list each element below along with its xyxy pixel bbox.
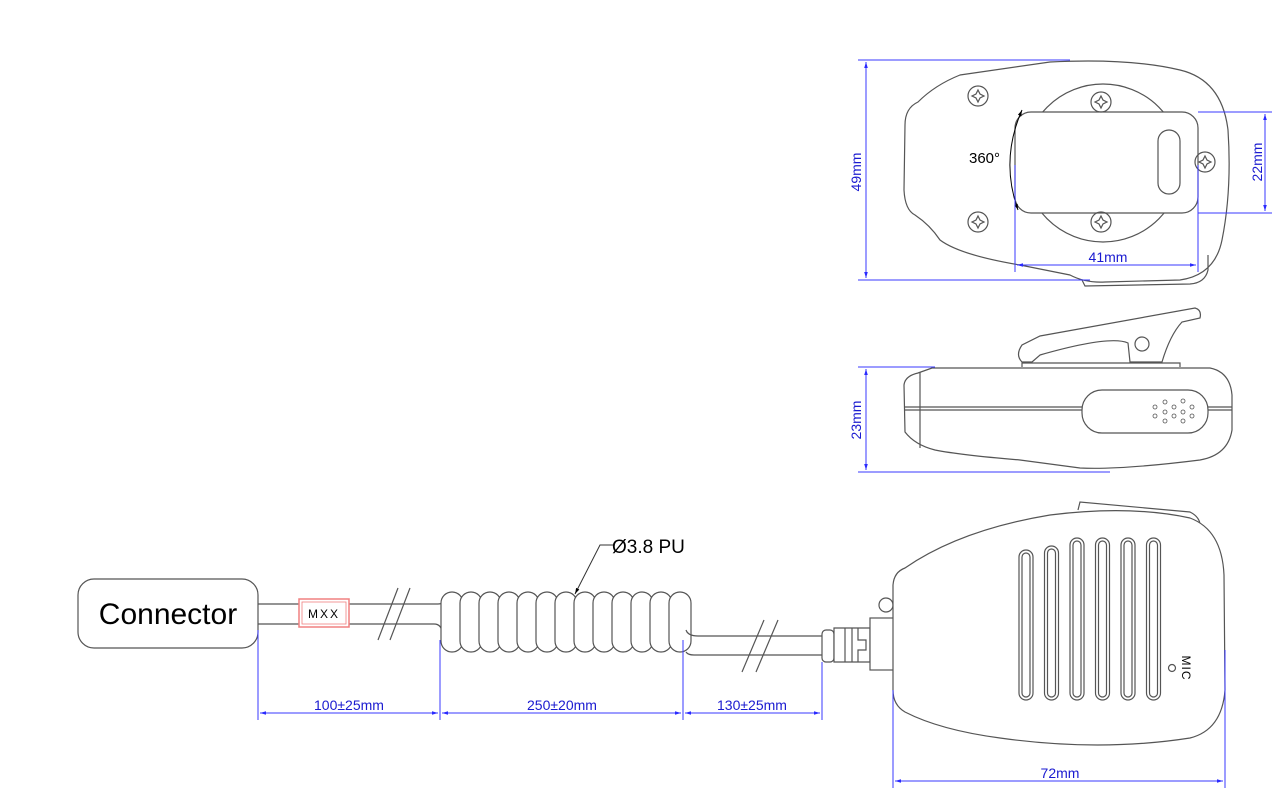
side-view: 23mm	[848, 307, 1233, 473]
speaker-grille-pill	[1081, 389, 1209, 434]
grille-slot	[1120, 537, 1136, 701]
grille-slot	[1018, 549, 1034, 701]
dim-label-width: 72mm	[1041, 765, 1080, 781]
strain-relief	[821, 597, 895, 671]
dim-label-clip-width: 41mm	[1089, 249, 1128, 265]
mxx-tag	[298, 598, 350, 628]
grille-slot-inner	[1097, 540, 1108, 698]
cable-line	[685, 651, 822, 656]
grille-slot	[1069, 537, 1085, 701]
clip-hinge	[1134, 336, 1150, 352]
screw-icon	[1090, 211, 1112, 233]
grille-slot-inner	[1046, 548, 1057, 698]
grille-slot-inner	[1123, 540, 1133, 698]
coil-loop	[668, 591, 692, 653]
grille-slot	[1043, 545, 1060, 701]
dim-label-segment-2: 250±20mm	[527, 697, 597, 713]
belt-clip-side	[1017, 307, 1202, 363]
top-body-outline	[903, 60, 1230, 283]
cable-line	[258, 599, 445, 605]
mic-hole	[1167, 663, 1177, 673]
mic-front-view: MIC 72mm	[892, 501, 1226, 788]
mxx-tag-inner	[301, 601, 347, 625]
screw-icon	[967, 211, 989, 233]
connector-box	[77, 578, 259, 649]
grille-slot	[1145, 537, 1162, 701]
grille-slots	[1018, 537, 1162, 701]
connector-label: Connector	[99, 598, 237, 631]
cable-spec-label: Ø3.8 PU	[612, 537, 685, 558]
screw-icon	[1090, 91, 1112, 113]
clip-tab-bottom	[1081, 255, 1209, 287]
break-mark	[741, 619, 779, 673]
rotation-label: 360°	[969, 150, 1000, 167]
grille-slot-inner	[1072, 540, 1082, 698]
dim-label-clip-height: 22mm	[1249, 143, 1265, 182]
side-body-outline	[903, 367, 1233, 469]
dim-label-segment-1: 100±25mm	[314, 697, 384, 713]
cable-line	[258, 623, 443, 635]
screw-icon	[1194, 151, 1216, 173]
cable-line	[685, 629, 822, 637]
dim-label-height: 49mm	[848, 153, 864, 192]
speaker-holes	[1152, 398, 1195, 424]
cable-assembly: Connector MXX Ø3.8 PU 100±25mm 25	[77, 537, 895, 720]
break-mark	[377, 587, 411, 641]
dim-label-segment-3: 130±25mm	[717, 697, 787, 713]
grille-slot-inner	[1021, 552, 1031, 698]
dim-label-thickness: 23mm	[848, 401, 864, 440]
spec-leader	[574, 544, 614, 595]
grille-slot	[1094, 537, 1111, 701]
screw-icons	[967, 85, 1216, 233]
top-view: 360° 49mm 22mm 41mm	[848, 59, 1272, 287]
coiled-cable	[440, 591, 692, 653]
clip-slot	[1157, 129, 1181, 195]
mxx-tag-label: MXX	[308, 607, 340, 621]
belt-clip-plate	[1014, 111, 1199, 214]
screw-icon	[967, 85, 989, 107]
mic-label: MIC	[1179, 656, 1193, 681]
clip-base	[1021, 362, 1181, 367]
grille-slot-inner	[1148, 540, 1159, 698]
